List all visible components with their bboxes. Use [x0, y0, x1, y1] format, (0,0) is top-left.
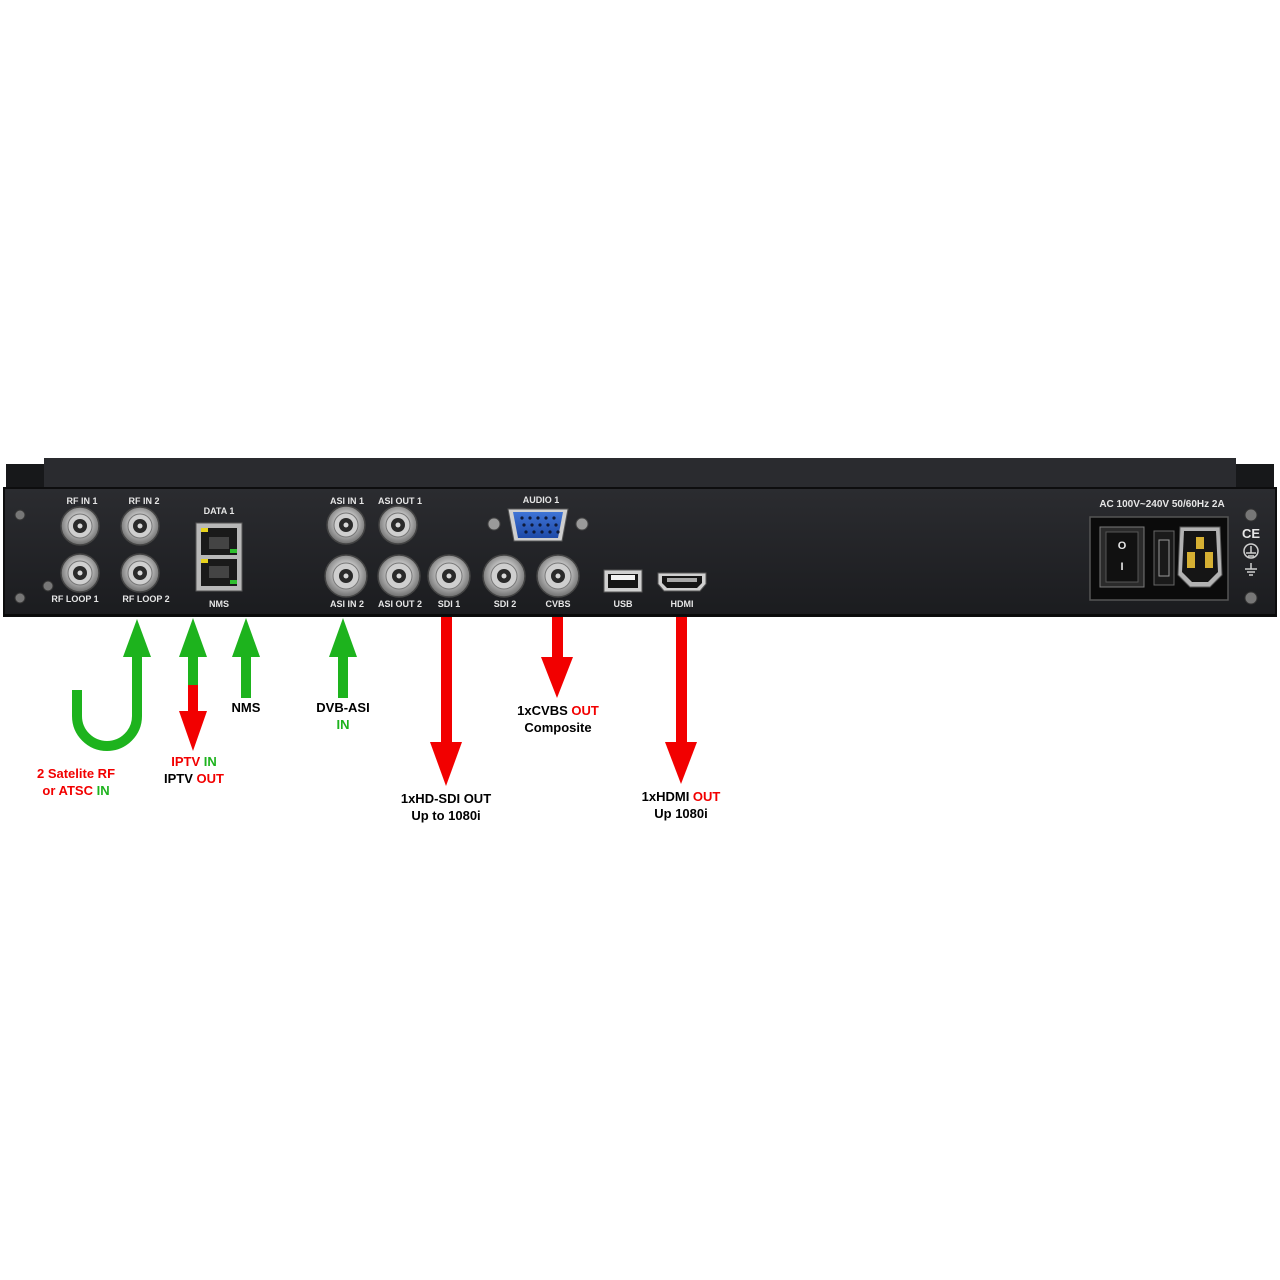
- power-switch-on-label: I: [1120, 561, 1123, 573]
- rf-in-2-connector[interactable]: [120, 506, 160, 546]
- panel-labels: RF IN 1 RF IN 2 RF LOOP 1 RF LOOP 2 DATA…: [51, 495, 1260, 609]
- power-switch-off-label: O: [1118, 540, 1127, 552]
- power-rating-label: AC 100V~240V 50/60Hz 2A: [1099, 499, 1224, 510]
- rf-loop-2-connector[interactable]: [120, 553, 160, 593]
- label-nms: NMS: [209, 599, 229, 609]
- nms-arrow-shaft: [241, 655, 251, 698]
- rear-panel: [3, 487, 1277, 617]
- label-asi-out-1: ASI OUT 1: [378, 496, 422, 506]
- cvbs-out-arrow-shaft: [552, 617, 563, 659]
- chassis: [3, 458, 1277, 617]
- annotation-dvb-asi: DVB-ASI IN: [303, 699, 383, 733]
- label-usb: USB: [613, 599, 633, 609]
- rf-loop-1-connector[interactable]: [60, 553, 100, 593]
- hdmi-line1-a: 1xHDMI: [641, 789, 693, 804]
- screw-icon: [14, 509, 26, 521]
- dvb-asi-arrow-shaft: [338, 655, 348, 698]
- sdi-line1: 1xHD-SDI OUT: [400, 791, 492, 806]
- hdmi-line2: Up 1080i: [654, 806, 708, 821]
- screw-icon: [1244, 508, 1258, 522]
- dvb-asi-line2: IN: [336, 717, 350, 732]
- cvbs-line2: Composite: [524, 720, 592, 735]
- screw-icon: [14, 592, 26, 604]
- annotation-hdmi: 1xHDMI OUT Up 1080i: [611, 788, 751, 822]
- label-cvbs: CVBS: [545, 599, 570, 609]
- annotation-nms: NMS: [216, 699, 276, 716]
- iptv-in-arrowhead: [179, 618, 207, 657]
- hdmi-out-arrowhead: [665, 742, 697, 784]
- annotation-cvbs: 1xCVBS OUT Composite: [488, 702, 628, 736]
- label-sdi-2: SDI 2: [494, 599, 517, 609]
- annotation-iptv: IPTV IN IPTV OUT: [144, 753, 244, 787]
- iec-power-inlet[interactable]: [1177, 526, 1223, 588]
- asi-in-1-connector[interactable]: [326, 505, 366, 545]
- chassis-top-lip: [44, 458, 1236, 488]
- d-sub-pins: [520, 516, 560, 534]
- sdi-1-connector[interactable]: [427, 554, 471, 598]
- label-asi-in-1: ASI IN 1: [330, 496, 364, 506]
- rf-in-1-connector[interactable]: [60, 506, 100, 546]
- iptv-out-arrow-shaft: [188, 685, 198, 713]
- label-audio-1: AUDIO 1: [523, 495, 560, 505]
- dvb-asi-line1: DVB-ASI: [316, 700, 370, 715]
- nms-line1: NMS: [231, 700, 261, 715]
- hdmi-out-arrow-shaft: [676, 617, 687, 744]
- label-asi-in-2: ASI IN 2: [330, 599, 364, 609]
- sdi-2-connector[interactable]: [482, 554, 526, 598]
- power-module: [1089, 516, 1259, 601]
- cvbs-line1-a: 1xCVBS: [517, 703, 572, 718]
- iptv-line1-b: IN: [203, 754, 217, 769]
- rj45-ports: [195, 522, 243, 592]
- power-switch[interactable]: [1099, 526, 1145, 588]
- annotation-rf: 2 Satelite RF or ATSC IN: [14, 765, 138, 799]
- data-1-port[interactable]: [201, 528, 237, 555]
- cvbs-connector[interactable]: [536, 554, 580, 598]
- screw-icon: [487, 517, 501, 531]
- label-asi-out-2: ASI OUT 2: [378, 599, 422, 609]
- iptv-out-arrowhead: [179, 711, 207, 751]
- cvbs-line1-b: OUT: [571, 703, 599, 718]
- sdi-out-arrowhead: [430, 742, 462, 786]
- sdi-line2: Up to 1080i: [411, 808, 481, 823]
- label-rf-in-2: RF IN 2: [128, 496, 159, 506]
- earth-ground-icon: [1243, 543, 1259, 559]
- dvb-asi-arrowhead: [329, 618, 357, 657]
- label-rf-loop-1: RF LOOP 1: [51, 594, 98, 604]
- rf-line1: 2 Satelite RF: [36, 766, 116, 781]
- annotation-sdi: 1xHD-SDI OUT Up to 1080i: [376, 790, 516, 824]
- signal-arrows: [72, 617, 697, 786]
- fuse-holder-icon: [1153, 530, 1175, 586]
- rf-line2-a: or ATSC: [42, 783, 97, 798]
- screw-icon: [1244, 591, 1258, 605]
- rf-in-arrow-hook: [72, 655, 142, 751]
- asi-out-1-connector[interactable]: [378, 505, 418, 545]
- label-rf-loop-2: RF LOOP 2: [122, 594, 169, 604]
- bnc-connectors: [60, 505, 580, 598]
- screw-icon: [42, 580, 54, 592]
- label-sdi-1: SDI 1: [438, 599, 461, 609]
- rf-line2-b: IN: [96, 783, 110, 798]
- label-data-1: DATA 1: [204, 506, 235, 516]
- cvbs-out-arrowhead: [541, 657, 573, 698]
- screw-icon: [575, 517, 589, 531]
- iptv-line2-a: IPTV: [164, 771, 197, 786]
- audio-1-port[interactable]: [487, 508, 589, 542]
- asi-in-2-connector[interactable]: [324, 554, 368, 598]
- label-hdmi: HDMI: [671, 599, 694, 609]
- ground-symbol-icon: [1245, 563, 1257, 576]
- nms-port[interactable]: [201, 559, 237, 586]
- iptv-line1-a: IPTV: [171, 754, 204, 769]
- usb-port[interactable]: [603, 569, 643, 593]
- label-rf-in-1: RF IN 1: [66, 496, 97, 506]
- rf-in-arrowhead: [123, 619, 151, 657]
- nms-arrowhead: [232, 618, 260, 657]
- asi-out-2-connector[interactable]: [377, 554, 421, 598]
- iptv-in-arrow-shaft: [188, 655, 198, 685]
- hdmi-line1-b: OUT: [692, 789, 721, 804]
- iptv-line2-b: OUT: [196, 771, 224, 786]
- hdmi-port[interactable]: [657, 572, 707, 592]
- sdi-out-arrow-shaft: [441, 617, 452, 744]
- ce-mark-label: CE: [1242, 526, 1260, 541]
